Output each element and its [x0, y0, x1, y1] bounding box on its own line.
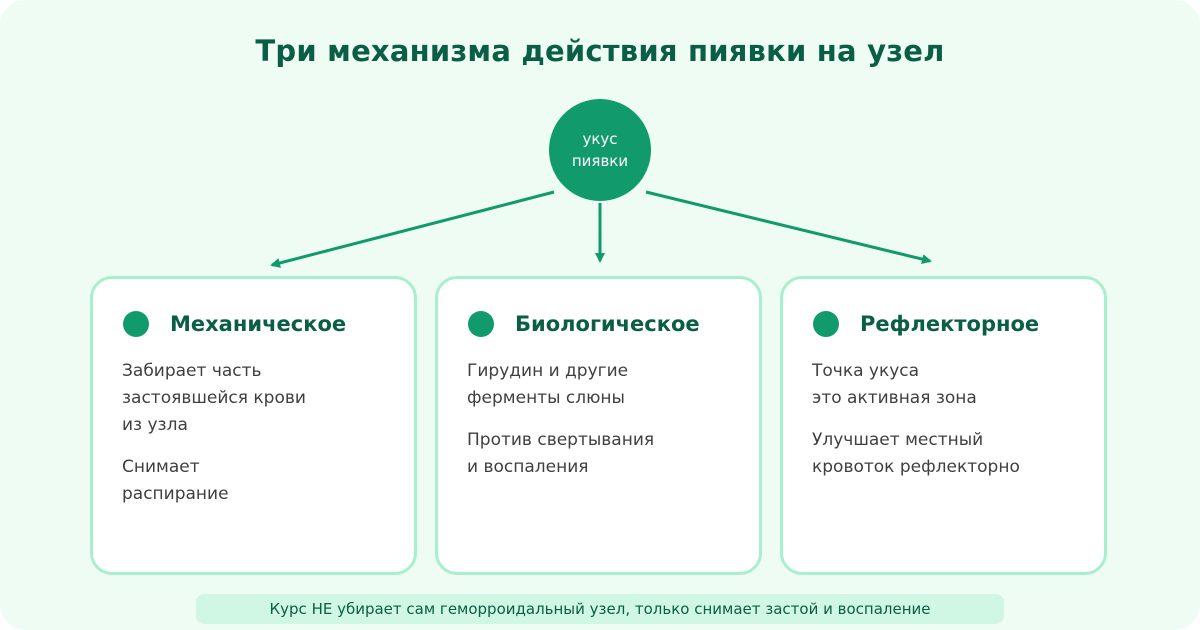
card-paragraph: Забирает часть застоявшейся крови из узл… [122, 361, 306, 435]
arrow-to-mechanical [270, 190, 555, 268]
bullet-dot-icon [123, 311, 149, 337]
footer-note: Курс НЕ убирает сам геморроидальный узел… [196, 594, 1004, 624]
bullet-dot-icon [813, 311, 839, 337]
card-body: Гирудин и другие ферменты слюны Против с… [467, 358, 747, 496]
diagram-title: Три механизма действия пиявки на узел [255, 34, 945, 68]
card-heading: Механическое [170, 312, 347, 336]
arrow-to-reflex [645, 190, 932, 264]
card-reflex: Рефлекторное Точка укуса это активная зо… [780, 276, 1107, 575]
card-paragraph: Снимает распирание [122, 457, 229, 504]
card-paragraph: Гирудин и другие ферменты слюны [467, 361, 629, 408]
card-heading: Биологическое [515, 312, 700, 336]
bullet-dot-icon [468, 311, 494, 337]
card-header: Механическое [123, 311, 346, 337]
card-heading: Рефлекторное [860, 312, 1040, 336]
card-header: Биологическое [468, 311, 700, 337]
card-paragraph: Точка укуса это активная зона [812, 361, 977, 408]
footer-note-text: Курс НЕ убирает сам геморроидальный узел… [269, 600, 931, 618]
center-node-bite: укус пиявки [549, 99, 651, 201]
card-paragraph: Улучшает местный кровоток рефлекторно [812, 430, 1020, 477]
card-mechanical: Механическое Забирает часть застоявшейся… [90, 276, 417, 575]
card-header: Рефлекторное [813, 311, 1039, 337]
center-node-label: укус пиявки [571, 130, 629, 170]
card-paragraph: Против свертывания и воспаления [467, 430, 655, 477]
card-body: Забирает часть застоявшейся крови из узл… [122, 358, 402, 523]
card-body: Точка укуса это активная зона Улучшает м… [812, 358, 1092, 496]
card-biological: Биологическое Гирудин и другие ферменты … [435, 276, 762, 575]
